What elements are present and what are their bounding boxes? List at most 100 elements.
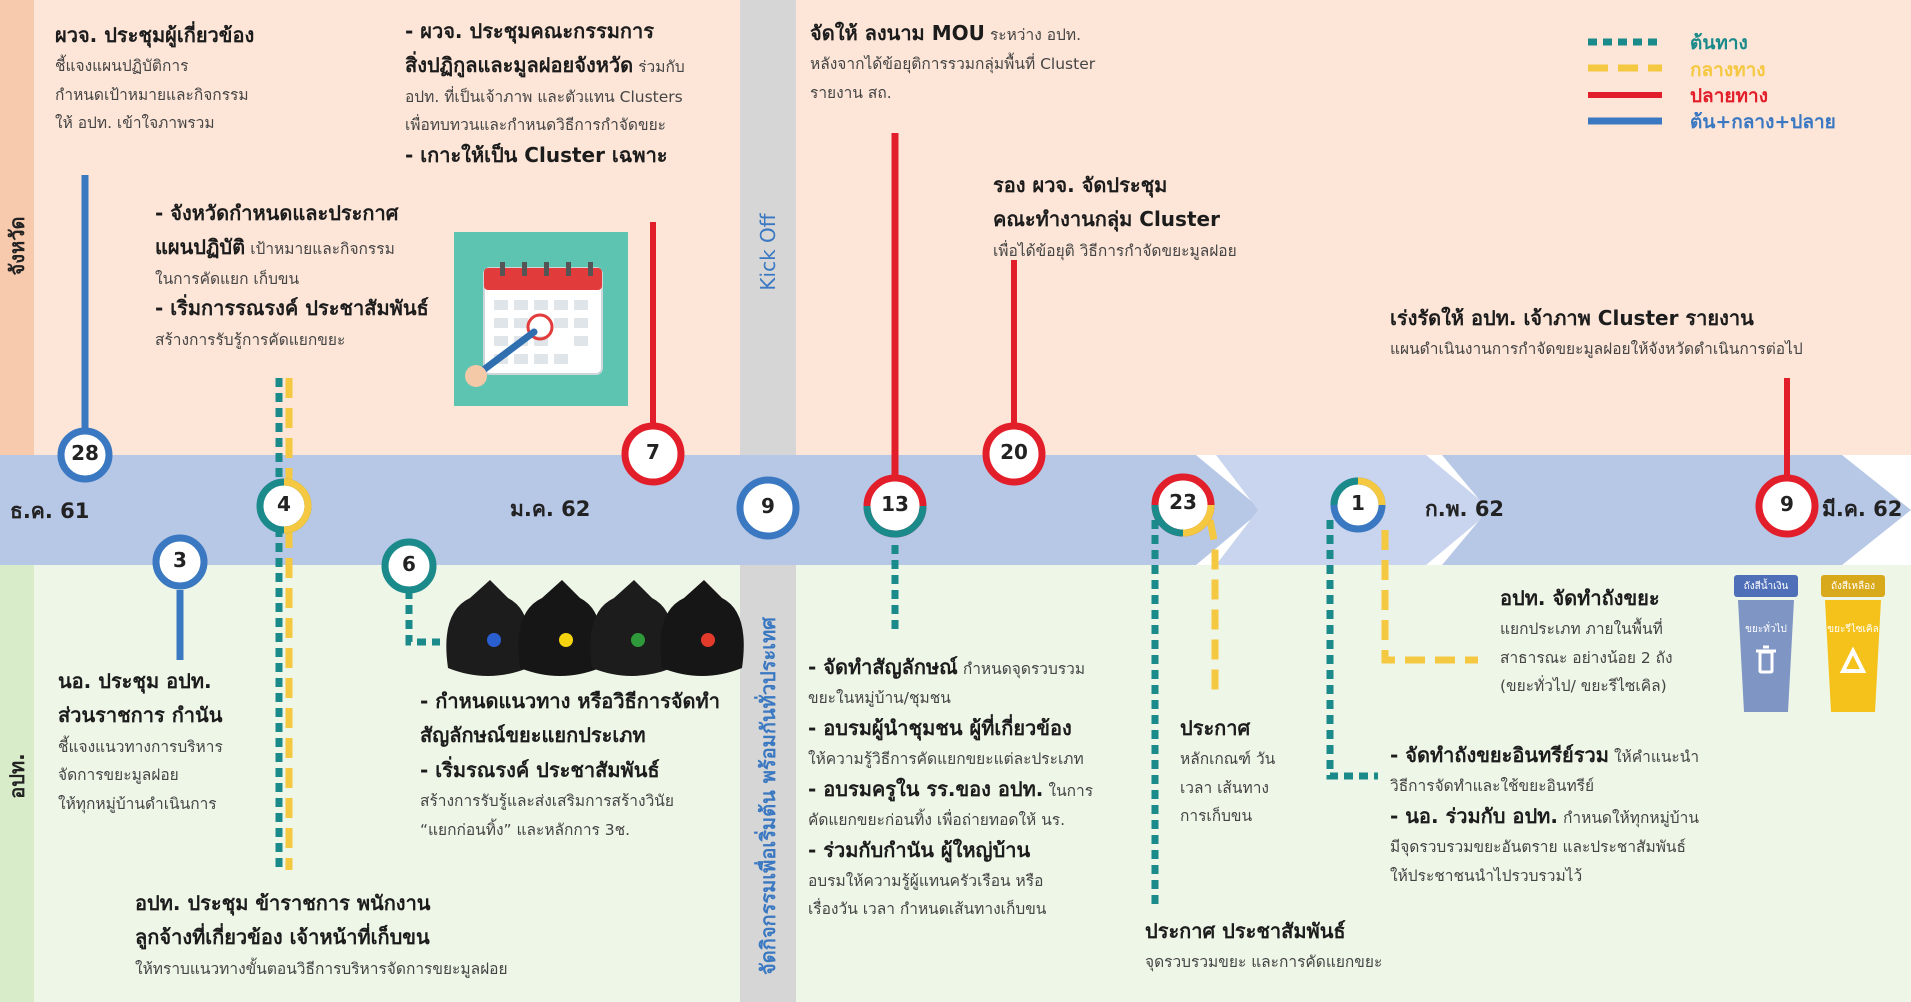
note-sub: (ขยะทั่วไป/ ขยะรีไซเคิล)	[1500, 677, 1667, 696]
province-note-9-mar: เร่งรัดให้ อปท. เจ้าภาพ Cluster รายงาน แ…	[1390, 305, 1890, 360]
connector-23-midway	[1206, 519, 1219, 690]
note-sub: รายงาน สถ.	[810, 83, 892, 102]
note-inline: ระหว่าง อปท.	[989, 26, 1081, 44]
node-label-4: 4	[277, 492, 291, 516]
garbage-bag	[518, 580, 602, 676]
note-sub: เพื่อได้ข้อยุติ วิธีการกำจัดขยะมูลฝอย	[993, 241, 1237, 260]
note-sub: มีจุดรวบรวมขยะอันตราย และประชาสัมพันธ์	[1390, 838, 1686, 857]
note-sub: ให้ อปท. เข้าใจภาพรวม	[55, 114, 215, 133]
note-heading-row: แผนปฏิบัติ เป้าหมายและกิจกรรม	[155, 234, 465, 260]
note-sub: จุดรวบรวมขยะ และการคัดแยกขยะ	[1145, 953, 1383, 972]
local-note-13: - จัดทำสัญลักษณ์ กำหนดจุดรวบรวม ขยะในหมู…	[808, 654, 1138, 920]
note-sub: หลักเกณฑ์ วัน	[1180, 750, 1276, 769]
note-inline: กำหนดจุดรวบรวม	[962, 660, 1086, 678]
connector-1-midway	[1381, 530, 1478, 664]
note-sub: สร้างการรับรู้และส่งเสริมการสร้างวินัย	[420, 792, 674, 811]
node-label-20: 20	[1000, 440, 1028, 464]
province-note-13: จัดให้ ลงนาม MOU ระหว่าง อปท. หลังจากได้…	[810, 20, 1170, 103]
note-sub: กำหนดเป้าหมายและกิจกรรม	[55, 85, 249, 104]
note-heading: ส่วนราชการ กำนัน	[58, 703, 223, 728]
province-note-28: ผวจ. ประชุมผู้เกี่ยวข้อง ชี้แจงแผนปฏิบัต…	[55, 22, 365, 134]
note-heading: - อบรมครูใน รร.ของ อปท.	[808, 776, 1044, 801]
province-row-tag	[0, 0, 34, 455]
note-inline: เป้าหมายและกิจกรรม	[250, 240, 395, 259]
note-sub: คัดแยกขยะก่อนทิ้ง เพื่อถ่ายทอดให้ นร.	[808, 811, 1066, 830]
recycle-bin-sub: ขยะรีไซเคิล	[1827, 624, 1879, 635]
node-3	[152, 534, 208, 590]
note-heading: รอง ผวจ. จัดประชุม	[993, 173, 1168, 197]
node-label-28: 28	[71, 441, 99, 465]
note-heading: - ผวจ. ประชุมคณะกรรมการ	[405, 19, 654, 43]
local-row-tag	[0, 565, 34, 1002]
month-jan-62: ม.ค. 62	[510, 497, 591, 521]
province-note-7: - ผวจ. ประชุมคณะกรรมการ สิ่งปฏิกูลและมูล…	[405, 18, 745, 168]
note-heading: ประกาศ ประชาสัมพันธ์	[1145, 919, 1346, 943]
note-sub: เวลา เส้นทาง	[1180, 778, 1269, 797]
calendar-rings	[500, 262, 593, 276]
node-9-mar	[1755, 474, 1819, 538]
note-sub: วิธีการจัดทำและใช้ขยะอินทรีย์	[1390, 777, 1595, 796]
general-bin	[1734, 575, 1798, 712]
legend-label-origin: ต้นทาง	[1690, 32, 1748, 54]
garbage-bag	[590, 580, 674, 676]
node-label-6: 6	[402, 552, 416, 576]
note-heading: สัญลักษณ์ขยะแยกประเภท	[420, 723, 646, 748]
connector-1-origin	[1326, 520, 1378, 780]
note-sub: หลังจากได้ข้อยุติการรวมกลุ่มพื้นที่ Clus…	[810, 55, 1096, 74]
node-label-1: 1	[1351, 491, 1365, 515]
note-heading: อปท. จัดทำถังขยะ	[1500, 586, 1660, 610]
note-heading-row: - จัดทำสัญลักษณ์ กำหนดจุดรวบรวม	[808, 654, 1138, 680]
node-20	[982, 422, 1046, 486]
local-note-23-pr: ประกาศ ประชาสัมพันธ์ จุดรวบรวมขยะ และการ…	[1145, 918, 1445, 973]
general-bin-label: ถังสีน้ำเงิน	[1743, 581, 1789, 592]
note-heading: - เริ่มรณรงค์ ประชาสัมพันธ์	[420, 757, 660, 782]
node-label-23: 23	[1169, 490, 1197, 514]
note-sub: สร้างการรับรู้การคัดแยกขยะ	[155, 330, 346, 349]
garbage-bag	[446, 580, 530, 676]
note-sub: เรื่องวัน เวลา กำหนดเส้นทางเก็บขน	[808, 900, 1047, 919]
province-band-right	[796, 0, 1911, 455]
calendar-header	[484, 268, 602, 290]
note-heading: - จัดทำถังขยะอินทรีย์รวม	[1390, 743, 1609, 767]
note-sub: จัดการขยะมูลฝอย	[58, 766, 179, 785]
local-note-3: นอ. ประชุม อปท. ส่วนราชการ กำนัน ชี้แจงแ…	[58, 668, 318, 814]
node-13	[863, 474, 927, 538]
note-inline: ในการ	[1048, 781, 1094, 800]
node-label-13: 13	[881, 492, 909, 516]
local-note-4: อปท. ประชุม ข้าราชการ พนักงาน ลูกจ้างที่…	[135, 890, 615, 979]
note-sub: สาธารณะ อย่างน้อย 2 ถัง	[1500, 648, 1673, 667]
note-sub: ให้ทุกหมู่บ้านดำเนินการ	[58, 794, 217, 813]
note-sub: ให้ประชาชนนำไปรวบรวมไว้	[1390, 866, 1583, 885]
note-sub: ให้ทราบแนวทางขั้นตอนวิธีการบริหารจัดการข…	[135, 959, 508, 978]
recycle-icon	[1839, 646, 1867, 673]
note-heading: เร่งรัดให้ อปท. เจ้าภาพ Cluster รายงาน	[1390, 306, 1754, 330]
node-label-9: 9	[761, 494, 775, 518]
month-dec-61: ธ.ค. 61	[10, 499, 90, 523]
note-heading: นอ. ประชุม อปท.	[58, 669, 212, 693]
note-heading: อปท. ประชุม ข้าราชการ พนักงาน	[135, 891, 431, 915]
note-heading: ผวจ. ประชุมผู้เกี่ยวข้อง	[55, 23, 255, 47]
note-heading: จัดให้ ลงนาม MOU	[810, 21, 985, 45]
general-bin-sub: ขยะทั่วไป	[1745, 624, 1787, 635]
calendar-hand	[465, 365, 487, 387]
note-heading: คณะทำงานกลุ่ม Cluster	[993, 207, 1220, 232]
local-note-1-bins: อปท. จัดทำถังขยะ แยกประเภท ภายในพื้นที่ …	[1500, 585, 1710, 697]
note-heading: - อบรมผู้นำชุมชน ผู้ที่เกี่ยวข้อง	[808, 715, 1072, 740]
note-sub: ขยะในหมู่บ้าน/ชุมชน	[808, 689, 951, 708]
note-inline: ร่วมกับ	[638, 58, 685, 77]
node-9	[736, 476, 800, 540]
note-heading: - ร่วมกับกำนัน ผู้ใหญ่บ้าน	[808, 837, 1031, 862]
note-heading-row: จัดให้ ลงนาม MOU ระหว่าง อปท.	[810, 20, 1170, 46]
connector-6	[405, 590, 440, 646]
note-sub: ชี้แจงแผนปฏิบัติการ	[55, 57, 189, 76]
node-7	[621, 422, 685, 486]
note-heading-row: - จัดทำถังขยะอินทรีย์รวม ให้คำแนะนำ	[1390, 742, 1810, 768]
local-note-23-announce: ประกาศ หลักเกณฑ์ วัน เวลา เส้นทาง การเก็…	[1180, 715, 1300, 827]
province-note-20: รอง ผวจ. จัดประชุม คณะทำงานกลุ่ม Cluster…	[993, 172, 1333, 261]
